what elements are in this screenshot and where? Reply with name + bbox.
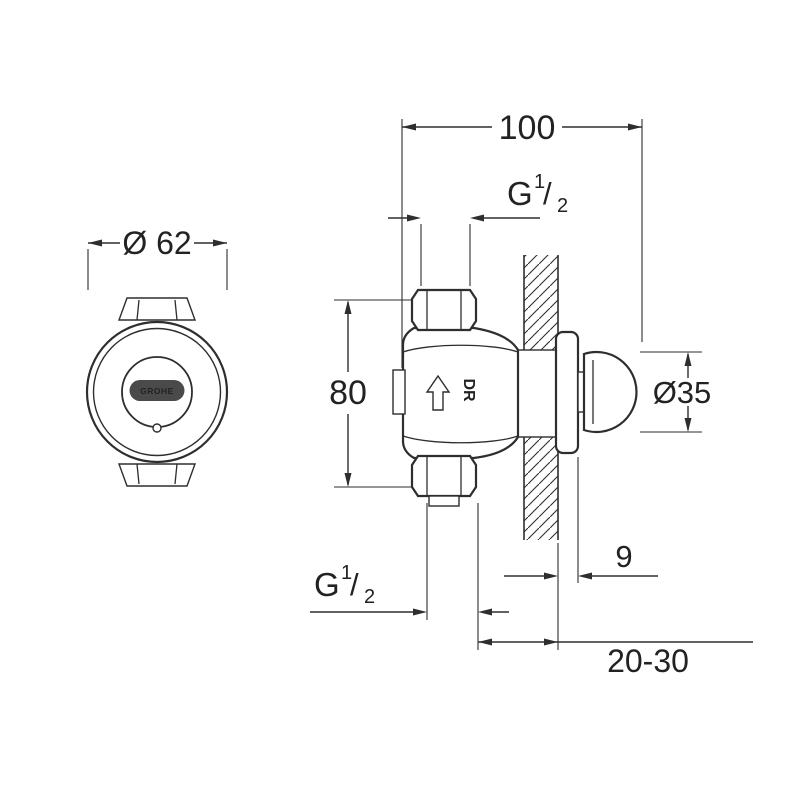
escutcheon-flange xyxy=(554,330,580,455)
dim-value: Ø35 xyxy=(653,375,712,410)
arrow-left-icon xyxy=(470,214,484,222)
front-bottom-nut-facet-right xyxy=(174,463,178,485)
stop-screw-housing xyxy=(392,369,406,415)
thread-slash: / xyxy=(543,176,552,211)
dimension-thread-bottom: G 1 / 2 xyxy=(310,503,509,650)
arrow-left-icon xyxy=(578,572,592,580)
push-knob xyxy=(582,350,638,434)
arrow-left-icon xyxy=(402,123,416,131)
top-union-nut xyxy=(410,288,478,332)
valve-body xyxy=(401,326,520,460)
front-top-nut-facet-left xyxy=(136,299,140,321)
thread-denominator: 2 xyxy=(364,586,375,608)
arrow-right-icon xyxy=(413,608,427,616)
dim-value: 100 xyxy=(499,109,556,147)
dim-value: 9 xyxy=(615,539,632,574)
thread-denominator: 2 xyxy=(557,195,568,217)
side-view: DR xyxy=(392,288,638,507)
arrow-left-icon xyxy=(478,608,492,616)
thread-numerator: 1 xyxy=(341,562,352,584)
body-seam-bottom xyxy=(402,435,519,444)
dimension-port-spacing: 80 xyxy=(329,299,413,488)
valve-wall-cylinder xyxy=(517,349,559,438)
arrow-right-icon xyxy=(628,123,642,131)
front-bottom-nut-facet-left xyxy=(136,463,140,485)
arrow-up-icon xyxy=(684,352,692,366)
dimension-thread-top: G 1 / 2 xyxy=(388,171,568,286)
arrow-up-icon xyxy=(344,300,352,314)
thread-letter: G xyxy=(507,175,533,212)
bottom-thread-stub xyxy=(428,495,460,507)
arrow-left-icon xyxy=(478,638,492,646)
arrow-right-icon xyxy=(213,239,227,247)
thread-numerator: 1 xyxy=(534,171,545,193)
grohe-logo-badge xyxy=(129,380,185,401)
dimension-front-diameter: Ø 62 xyxy=(87,225,228,290)
indicator-dot xyxy=(152,423,162,433)
arrow-down-icon xyxy=(344,473,352,487)
dimension-wall-depth-range: 20-30 xyxy=(478,543,753,679)
flow-direction-arrow-icon xyxy=(425,374,451,411)
front-bottom-nut xyxy=(118,463,196,487)
thread-letter: G xyxy=(314,566,340,603)
dimension-knob-diameter: Ø35 xyxy=(640,351,712,433)
dimension-flange-thickness: 9 xyxy=(504,457,658,583)
dim-value: 20-30 xyxy=(607,643,689,679)
dim-value: Ø 62 xyxy=(122,225,191,261)
arrow-right-icon xyxy=(544,638,558,646)
bottom-union-nut xyxy=(410,454,478,498)
arrow-right-icon xyxy=(544,572,558,580)
front-top-nut-facet-right xyxy=(174,299,178,321)
front-top-nut xyxy=(118,297,196,321)
front-view: GROHE xyxy=(85,297,229,487)
dim-value: 80 xyxy=(329,374,367,412)
body-marking-label: DR xyxy=(460,378,477,402)
arrow-down-icon xyxy=(684,418,692,432)
arrow-right-icon xyxy=(407,214,421,222)
dimension-overall-width: 100 xyxy=(401,109,643,368)
thread-slash: / xyxy=(350,567,359,602)
body-seam-top xyxy=(402,344,519,353)
grohe-logo-label: GROHE xyxy=(140,386,174,396)
arrow-left-icon xyxy=(88,239,102,247)
